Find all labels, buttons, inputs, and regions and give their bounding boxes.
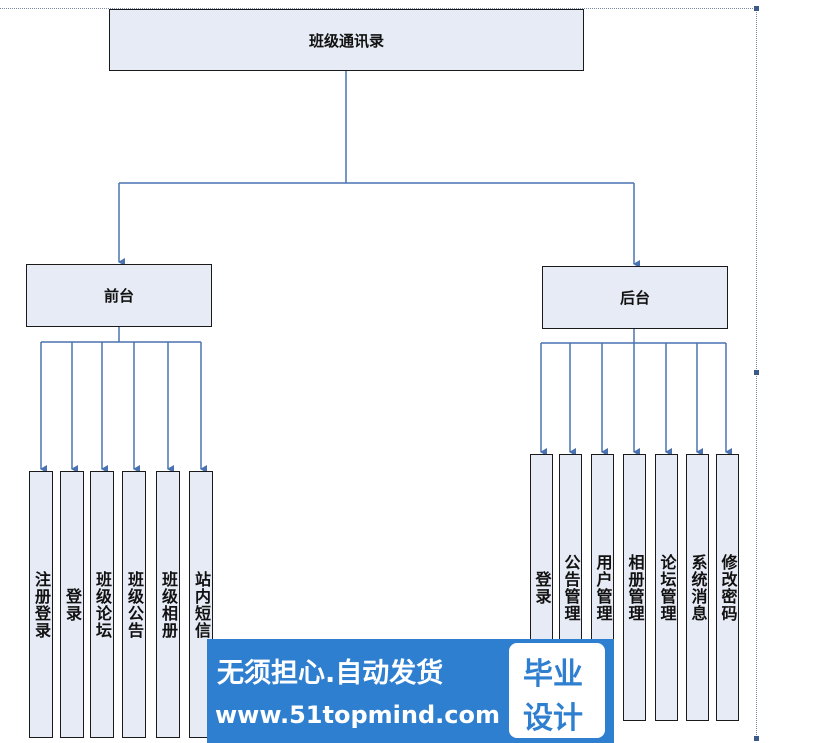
root-node: 班级通讯录 — [109, 9, 584, 71]
leaf-node-label: 班级论坛 — [93, 570, 112, 639]
watermark-badge: 毕业 设计 — [509, 643, 605, 738]
leaf-node: 修改密码 — [716, 454, 739, 721]
branch-node-label: 前台 — [103, 287, 134, 305]
leaf-node-label: 站内短信 — [192, 570, 211, 639]
leaf-node: 班级论坛 — [90, 471, 114, 738]
leaf-node: 班级公告 — [122, 471, 146, 738]
leaf-node-label: 班级公告 — [125, 570, 144, 639]
resize-handle-bottom-right[interactable] — [754, 736, 759, 741]
resize-handle-top-right[interactable] — [754, 6, 759, 11]
leaf-node: 注册登录 — [29, 471, 53, 738]
leaf-node-label: 系统消息 — [688, 553, 708, 622]
leaf-node-label: 相册管理 — [625, 553, 645, 622]
leaf-node-label: 登录 — [532, 570, 552, 605]
selection-border-top — [0, 8, 757, 9]
watermark-badge-line2: 设计 — [523, 701, 583, 736]
watermark-banner: 无须担心.自动发货 www.51topmind.com 毕业 设计 — [207, 639, 614, 743]
leaf-node: 相册管理 — [623, 454, 646, 721]
leaf-node-label: 用户管理 — [593, 553, 613, 622]
leaf-node-label: 班级相册 — [159, 570, 178, 639]
watermark-badge-line1: 毕业 — [523, 657, 583, 692]
leaf-node: 登录 — [60, 471, 84, 738]
leaf-node: 系统消息 — [686, 454, 709, 721]
leaf-node-label: 公告管理 — [561, 553, 581, 622]
watermark-url: www.51topmind.com — [215, 701, 500, 729]
leaf-node: 论坛管理 — [655, 454, 678, 721]
branch-node-back: 后台 — [542, 266, 728, 329]
leaf-node-label: 修改密码 — [718, 553, 738, 622]
leaf-node-label: 论坛管理 — [657, 553, 677, 622]
leaf-node-label: 登录 — [63, 587, 82, 622]
branch-node-label: 后台 — [619, 289, 650, 307]
leaf-node: 班级相册 — [156, 471, 180, 738]
branch-node-front: 前台 — [26, 264, 212, 327]
leaf-node-label: 注册登录 — [32, 570, 51, 639]
watermark-slogan: 无须担心.自动发货 — [217, 658, 444, 689]
resize-handle-right[interactable] — [754, 370, 759, 375]
root-node-label: 班级通讯录 — [308, 31, 384, 50]
